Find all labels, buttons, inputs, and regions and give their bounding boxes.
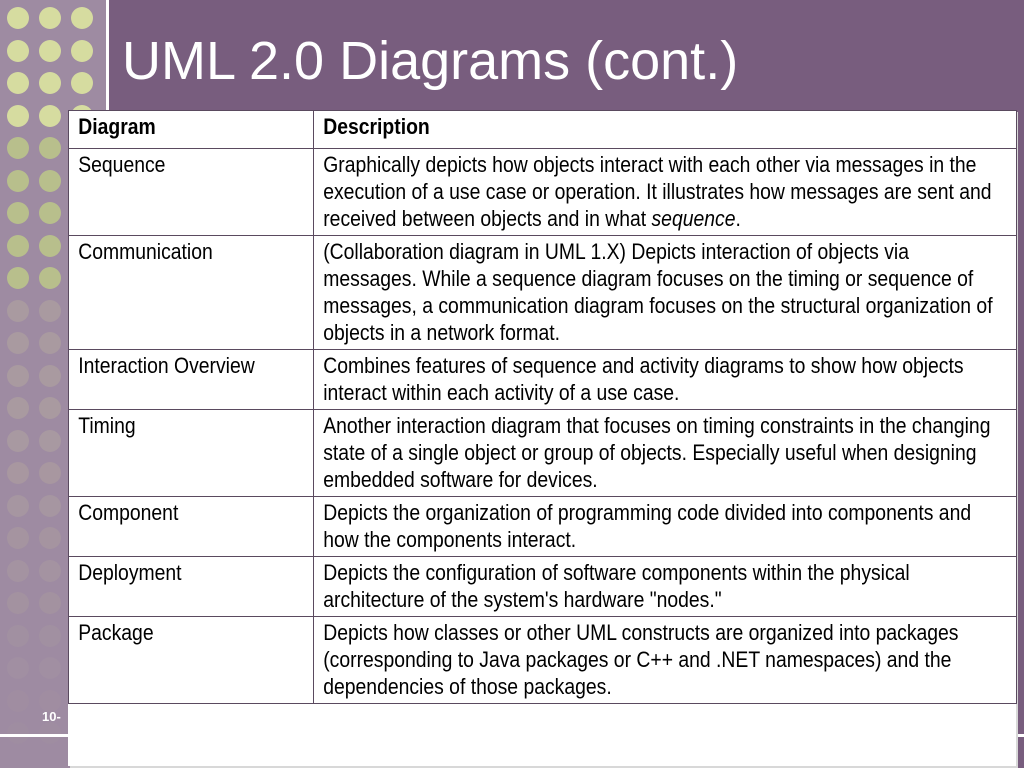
diagram-name: Component [77,500,178,525]
decorative-dot [39,657,61,679]
diagram-name-cell: Communication [68,235,285,350]
decorative-dot [7,624,29,647]
decorative-dot [39,494,61,517]
decorative-dot [7,364,29,387]
table-row: Interaction Overview Combines features of… [68,349,1017,410]
diagram-description-cell: Depicts the organization of programming … [313,496,971,557]
decorative-dot [39,267,61,289]
table-row: Component Depicts the organization of pro… [68,496,1017,557]
decorative-dot [71,39,93,62]
diagram-name-cell: Sequence [68,148,285,236]
decorative-dot [7,299,29,322]
decorative-dot [39,592,61,614]
decorative-dot [7,137,29,159]
diagram-name-cell: Deployment [68,556,285,617]
diagram-name: Sequence [77,152,165,177]
diagram-description-cell: (Collaboration diagram in UML 1.X) Depic… [313,235,992,350]
table-row: Deployment Depicts the configuration of s… [68,556,1017,617]
table-row: Sequence Graphically depicts how objects … [68,148,1017,236]
decorative-dot [39,39,61,62]
decorative-dot [7,592,29,614]
diagram-name-cell: Package [68,616,285,704]
decorative-dot [7,429,29,452]
diagram-table-container: Diagram Description Sequence Graphically … [68,110,1016,766]
decorative-dot [7,657,29,679]
decorative-dot [39,137,61,159]
decorative-dot [7,397,29,419]
decorative-dot [7,169,29,192]
decorative-dot [39,624,61,647]
decorative-dot [39,299,61,322]
diagram-description: Graphically depicts how objects interact… [322,152,992,231]
decorative-dot [39,364,61,387]
slide-number: 10- [42,709,61,724]
decorative-dot [7,202,29,224]
decorative-dot [71,7,93,29]
decorative-dot [7,689,29,712]
decorative-dot [7,267,29,289]
diagram-description: Depicts the organization of programming … [322,500,971,552]
slide-title: UML 2.0 Diagrams (cont.) [122,31,739,91]
decorative-dot [7,7,29,29]
diagram-name: Interaction Overview [77,353,255,378]
header-diagram: Diagram [68,110,285,149]
table-header-row: Diagram Description [68,110,1017,149]
decorative-dot [39,234,61,257]
decorative-dot [39,559,61,582]
decorative-dot [7,332,29,354]
diagram-description-cell: Depicts the configuration of software co… [313,556,933,617]
decorative-dot [7,462,29,484]
decorative-dot [7,722,29,744]
diagram-description-cell: Depicts how classes or other UML constru… [313,616,958,704]
decorative-dot [39,104,61,127]
decorative-dot [7,72,29,94]
diagram-description: Combines features of sequence and activi… [322,353,964,405]
diagram-name: Timing [77,413,136,438]
diagram-description: Depicts how classes or other UML constru… [322,620,958,699]
decorative-dot [7,234,29,257]
decorative-dot [39,332,61,354]
decorative-dot [39,527,61,549]
header-description: Description [313,110,933,149]
table-row: Communication (Collaboration diagram in U… [68,235,1017,350]
diagram-name-cell: Interaction Overview [68,349,285,410]
decorative-dot [7,39,29,62]
table-row: Package Depicts how classes or other UML … [68,616,1017,704]
diagram-name: Communication [77,239,213,264]
decorative-dot [7,494,29,517]
decorative-dot [7,527,29,549]
decorative-dot [39,397,61,419]
decorative-dot [39,462,61,484]
decorative-dot [39,429,61,452]
diagram-name-cell: Component [68,496,285,557]
decorative-dot [39,72,61,94]
diagram-description-cell: Another interaction diagram that focuses… [313,409,990,497]
decorative-dot [39,7,61,29]
diagram-description-cell: Graphically depicts how objects interact… [313,148,991,236]
diagram-name: Package [77,620,154,645]
diagram-description: Depicts the configuration of software co… [322,560,910,612]
diagram-description-cell: Combines features of sequence and activi… [313,349,963,410]
decorative-dot [39,722,61,744]
decorative-dot [39,202,61,224]
diagram-description: Another interaction diagram that focuses… [322,413,990,492]
diagram-table: Diagram Description Sequence Graphically … [68,110,1017,704]
diagram-name: Deployment [77,560,182,585]
decorative-dot [7,104,29,127]
decorative-dot [71,72,93,94]
diagram-description: (Collaboration diagram in UML 1.X) Depic… [322,239,993,345]
decorative-dot [39,689,61,712]
decorative-dot [7,559,29,582]
table-row: Timing Another interaction diagram that f… [68,409,1017,497]
decorative-dot [39,169,61,192]
diagram-name-cell: Timing [68,409,285,497]
